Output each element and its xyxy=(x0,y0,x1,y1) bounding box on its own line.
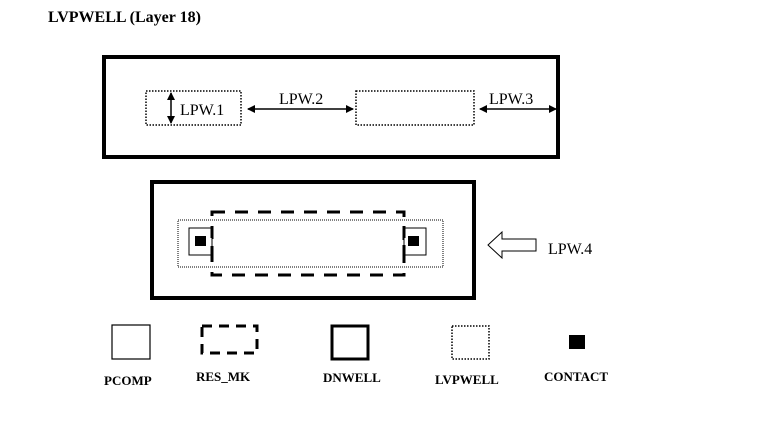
legend-swatch-pcomp xyxy=(111,324,151,360)
legend-swatch-lvpwell xyxy=(451,325,490,360)
legend-swatch-res-mk xyxy=(200,324,259,355)
contact-right xyxy=(408,236,419,246)
legend-label-dnwell: DNWELL xyxy=(323,370,381,385)
lpw1-label: LPW.1 xyxy=(180,102,224,119)
lvpwell-box-left xyxy=(145,90,242,126)
dnwell-outline-top xyxy=(102,55,560,159)
legend-swatch-dnwell xyxy=(330,324,370,361)
bottom-figure: LPW.4 xyxy=(150,180,592,300)
legend-label-res-mk: RES_MK xyxy=(196,369,251,384)
lvpwell-box-right xyxy=(355,90,475,126)
top-figure: LPW.1 LPW.2 LPW.3 xyxy=(102,55,560,159)
legend: PCOMP RES_MK DNWELL LVPWELL CONTACT xyxy=(104,324,608,388)
lpw2-label: LPW.2 xyxy=(279,91,323,108)
legend-label-lvpwell: LVPWELL xyxy=(435,372,499,387)
legend-label-contact: CONTACT xyxy=(544,369,608,384)
lvpwell-region xyxy=(177,219,444,268)
lpw3-label: LPW.3 xyxy=(489,91,533,108)
lpw4-arrow-icon xyxy=(487,230,537,260)
contact-left xyxy=(195,236,206,246)
dnwell-outline-bottom xyxy=(150,180,476,300)
lpw4-label: LPW.4 xyxy=(548,241,592,258)
legend-label-pcomp: PCOMP xyxy=(104,373,152,388)
res-mk-outline xyxy=(210,210,406,277)
legend-swatch-contact xyxy=(569,335,585,349)
diagram-title: LVPWELL (Layer 18) xyxy=(48,9,201,26)
